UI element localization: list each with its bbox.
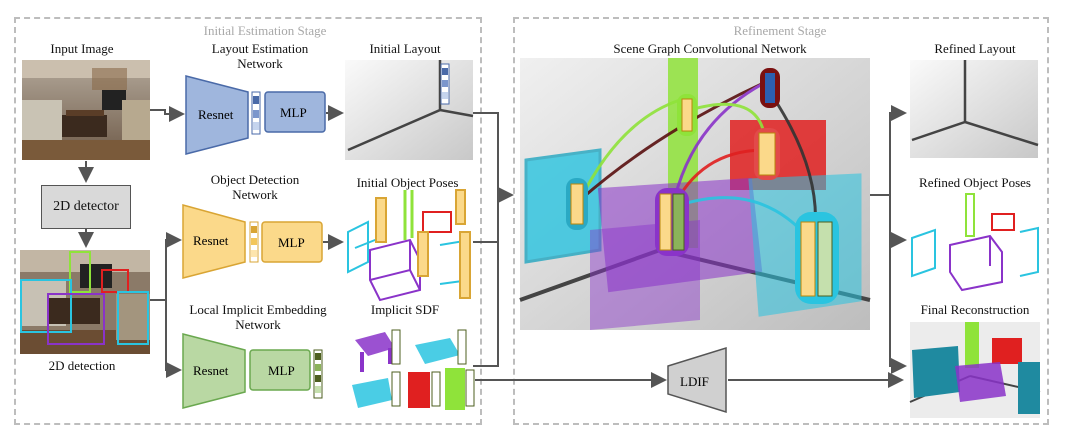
layout-net-title-line1: Layout Estimation bbox=[211, 41, 309, 56]
ldif-label: LDIF bbox=[680, 374, 709, 389]
final-recon-label: Final Reconstruction bbox=[920, 302, 1030, 317]
initial-stage-title: Initial Estimation Stage bbox=[203, 23, 327, 38]
lien-mlp-block bbox=[249, 349, 311, 391]
layout-mlp-label: MLP bbox=[280, 105, 307, 120]
layout-resnet-label: Resnet bbox=[198, 107, 234, 122]
lien-feature-vector bbox=[313, 349, 323, 399]
detection-image bbox=[20, 250, 150, 354]
layout-net-title: Layout Estimation Network bbox=[180, 41, 340, 71]
lien-title: Local Implicit Embedding Network bbox=[168, 302, 348, 332]
scene-graph-panel bbox=[519, 58, 871, 330]
layout-resnet-block bbox=[185, 75, 249, 155]
input-image-label: Input Image bbox=[50, 41, 114, 56]
refined-poses-label: Refined Object Poses bbox=[919, 175, 1031, 190]
ldif-block: LDIF bbox=[667, 346, 727, 414]
arrow-image-to-layout bbox=[150, 106, 185, 122]
odn-mlp-block bbox=[261, 221, 323, 263]
detection-label: 2D detection bbox=[48, 358, 116, 373]
sgcn-label: Scene Graph Convolutional Network bbox=[613, 41, 807, 56]
odn-resnet-label: Resnet bbox=[193, 233, 229, 248]
refined-poses-panel bbox=[911, 193, 1039, 292]
odn-resnet-block bbox=[182, 204, 246, 279]
input-arrows bbox=[78, 106, 185, 378]
refined-layout-label: Refined Layout bbox=[934, 41, 1016, 56]
arrow-detection-to-odn bbox=[150, 232, 182, 301]
object-net-title-line2: Network bbox=[232, 187, 278, 202]
layout-network: Resnet MLP bbox=[185, 75, 344, 155]
lien-title-line2: Network bbox=[235, 317, 281, 332]
object-net-title-line1: Object Detection bbox=[210, 172, 300, 187]
implicit-sdf-label: Implicit SDF bbox=[370, 302, 440, 317]
layout-net-title-line2: Network bbox=[237, 56, 283, 71]
lien-network: Resnet MLP bbox=[182, 333, 323, 409]
initial-poses-label: Initial Object Poses bbox=[356, 175, 459, 190]
initial-poses-panel bbox=[347, 189, 471, 302]
object-network: Resnet MLP bbox=[182, 204, 344, 279]
lien-title-line1: Local Implicit Embedding bbox=[189, 302, 327, 317]
detector-box: 2D detector bbox=[41, 185, 131, 229]
arrow-detection-to-lien bbox=[150, 299, 182, 378]
layout-mlp-block bbox=[264, 91, 326, 133]
implicit-sdf-panel bbox=[352, 329, 475, 410]
initial-layout-panel bbox=[345, 60, 474, 160]
lien-resnet-label: Resnet bbox=[193, 363, 229, 378]
refined-layout-panel bbox=[910, 60, 1039, 158]
refinement-stage-frame bbox=[513, 17, 1049, 425]
input-image bbox=[22, 60, 150, 160]
stage-arrows bbox=[473, 105, 907, 388]
initial-stage-frame bbox=[14, 17, 482, 425]
lien-mlp-label: MLP bbox=[268, 363, 295, 378]
initial-layout-label: Initial Layout bbox=[369, 41, 441, 56]
refinement-stage-title: Refinement Stage bbox=[733, 23, 827, 38]
lien-resnet-block bbox=[182, 333, 246, 409]
final-recon-panel bbox=[909, 322, 1041, 418]
object-net-title: Object Detection Network bbox=[180, 172, 330, 202]
odn-mlp-label: MLP bbox=[278, 235, 305, 250]
